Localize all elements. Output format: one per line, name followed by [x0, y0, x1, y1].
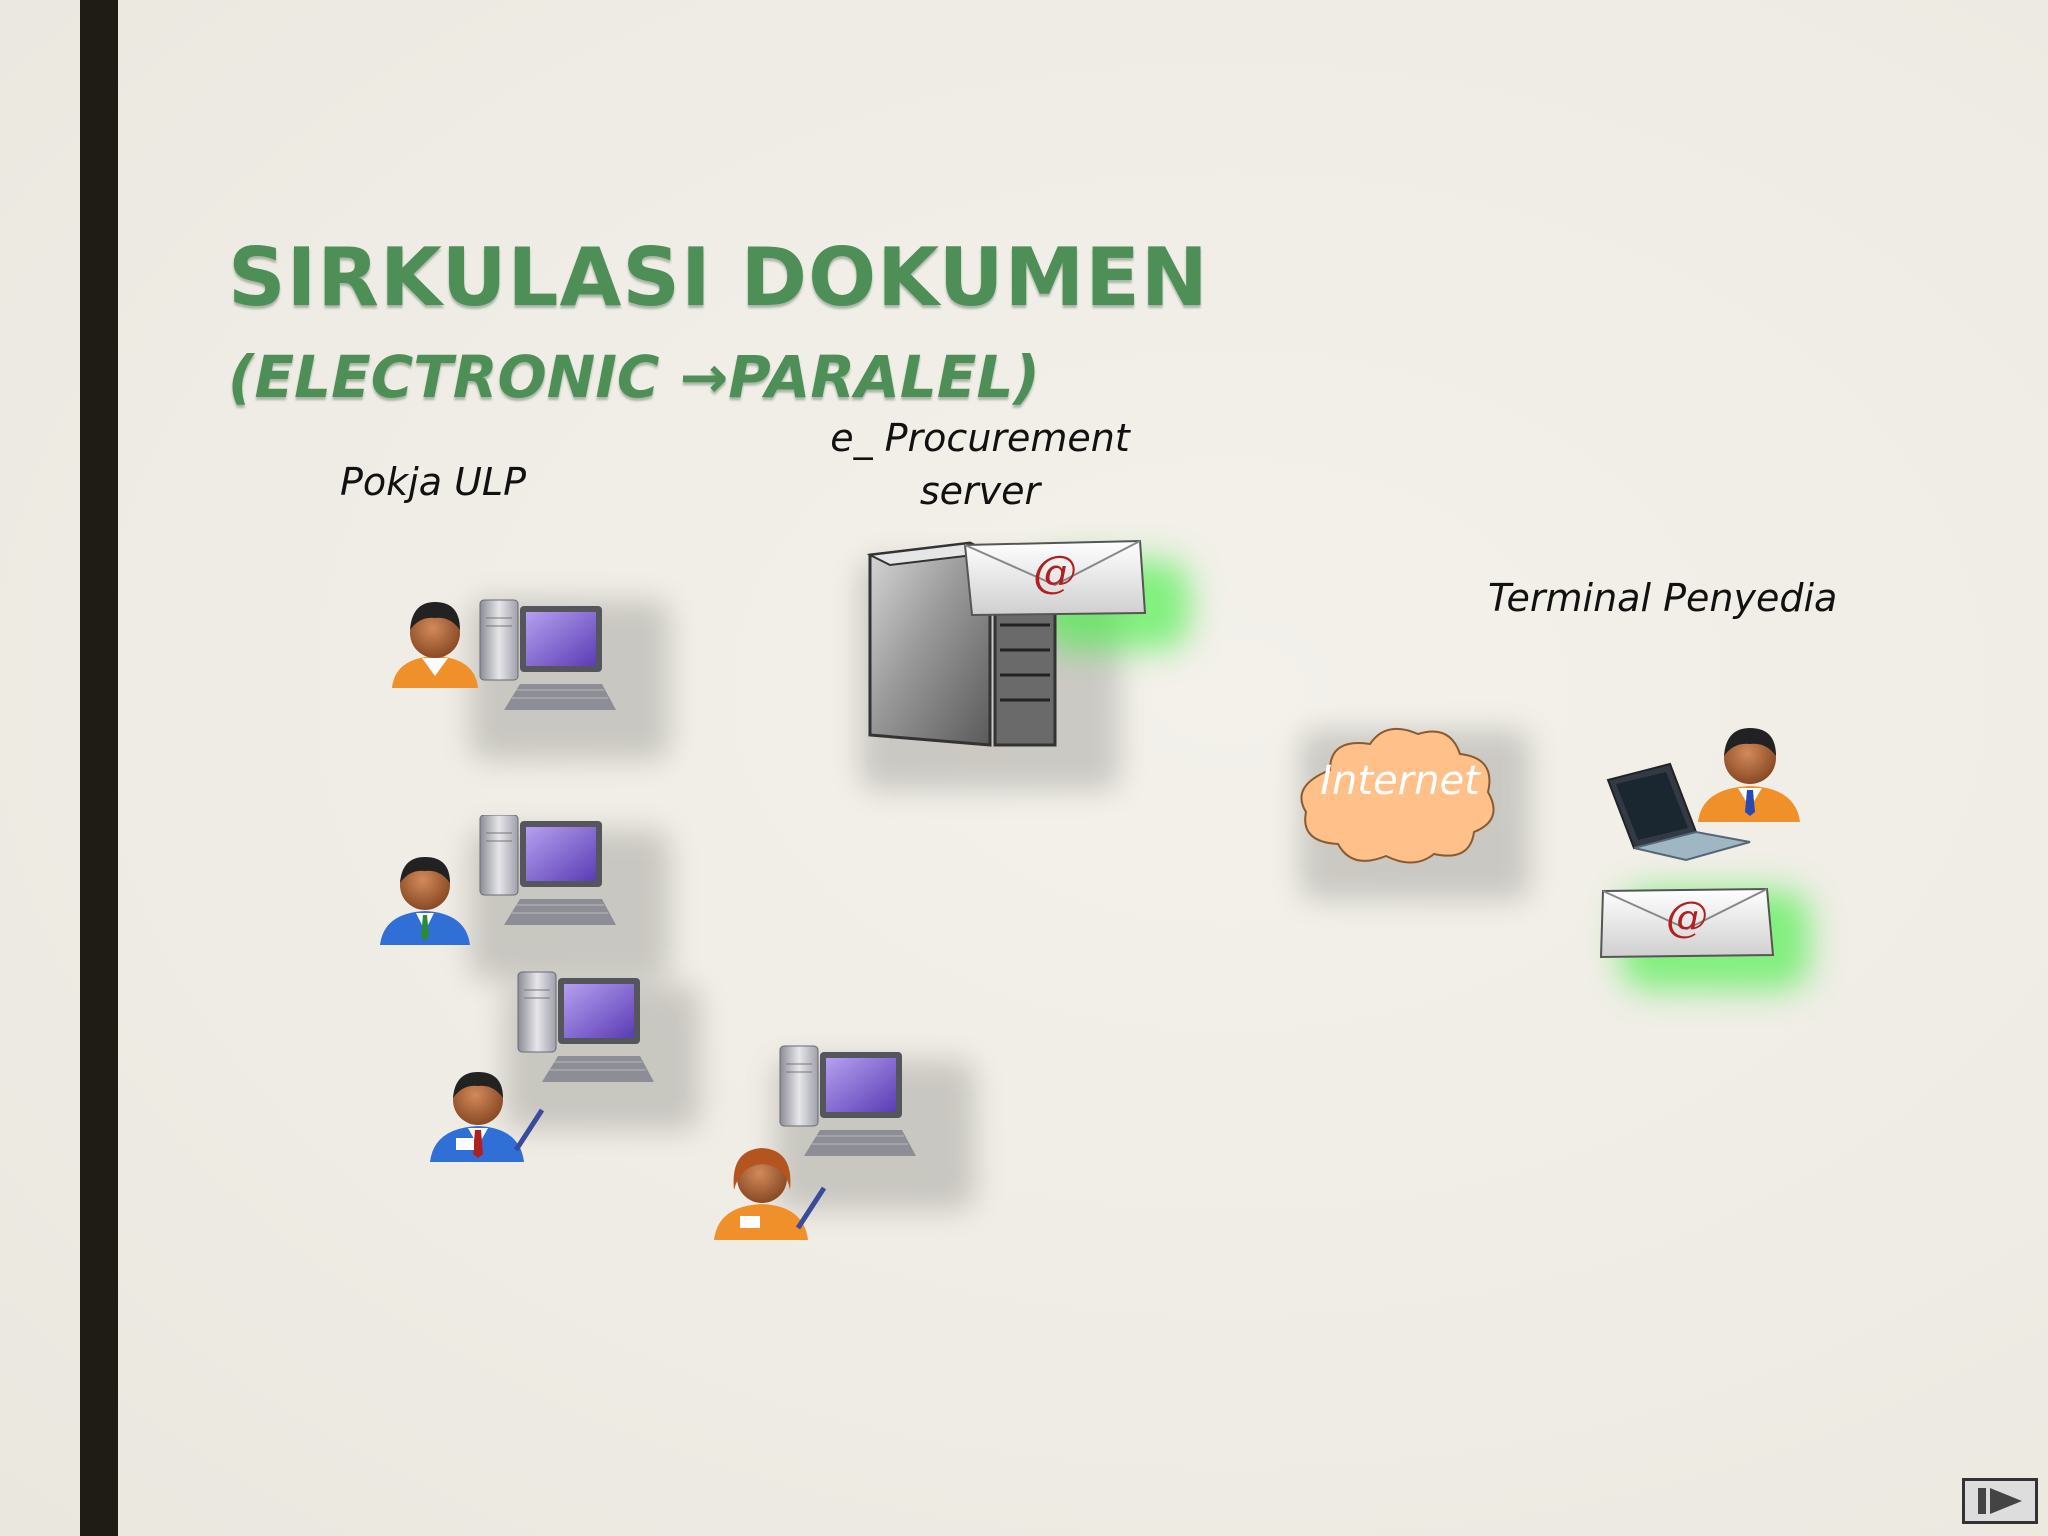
- person-icon: [392, 602, 478, 688]
- slide-subtitle: (ELECTRONIC →PARALEL): [228, 343, 1040, 411]
- person-computer-icon: [380, 815, 616, 945]
- computer-icon: [479, 599, 616, 710]
- play-arrow-icon: [1978, 1488, 2022, 1514]
- person-computer-icon: [430, 971, 654, 1162]
- slide-title: SIRKULASI DOKUMEN: [228, 231, 1209, 324]
- person-computer-icon: [714, 1045, 916, 1240]
- next-slide-button[interactable]: [1962, 1478, 2038, 1524]
- server-icon: @: [866, 539, 1147, 747]
- server-label: e_ Procurement server: [810, 412, 1150, 518]
- person-computer-icon: [392, 599, 616, 710]
- left-accent-bar: [80, 0, 118, 1536]
- computer-icon: [779, 1045, 916, 1156]
- envelope-icon: @: [963, 539, 1147, 617]
- cloud-icon: [1300, 727, 1495, 864]
- server-label-line2: server: [919, 469, 1041, 514]
- person-icon: [380, 857, 470, 945]
- person-icon: [430, 1072, 545, 1162]
- pokja-ulp-label: Pokja ULP: [340, 460, 526, 504]
- server-label-line1: e_ Procurement: [830, 416, 1130, 460]
- laptop-icon: [1606, 762, 1751, 862]
- computer-icon: [517, 971, 654, 1082]
- computer-icon: [479, 815, 616, 925]
- svg-text:@: @: [1033, 547, 1077, 598]
- svg-text:@: @: [1666, 892, 1708, 941]
- envelope-icon: @: [1599, 887, 1775, 959]
- internet-label: Internet: [1320, 758, 1480, 804]
- laptop-person-icon: [1606, 728, 1800, 862]
- person-icon: [714, 1148, 827, 1240]
- person-icon: [1698, 728, 1800, 822]
- terminal-penyedia-label: Terminal Penyedia: [1488, 576, 1838, 620]
